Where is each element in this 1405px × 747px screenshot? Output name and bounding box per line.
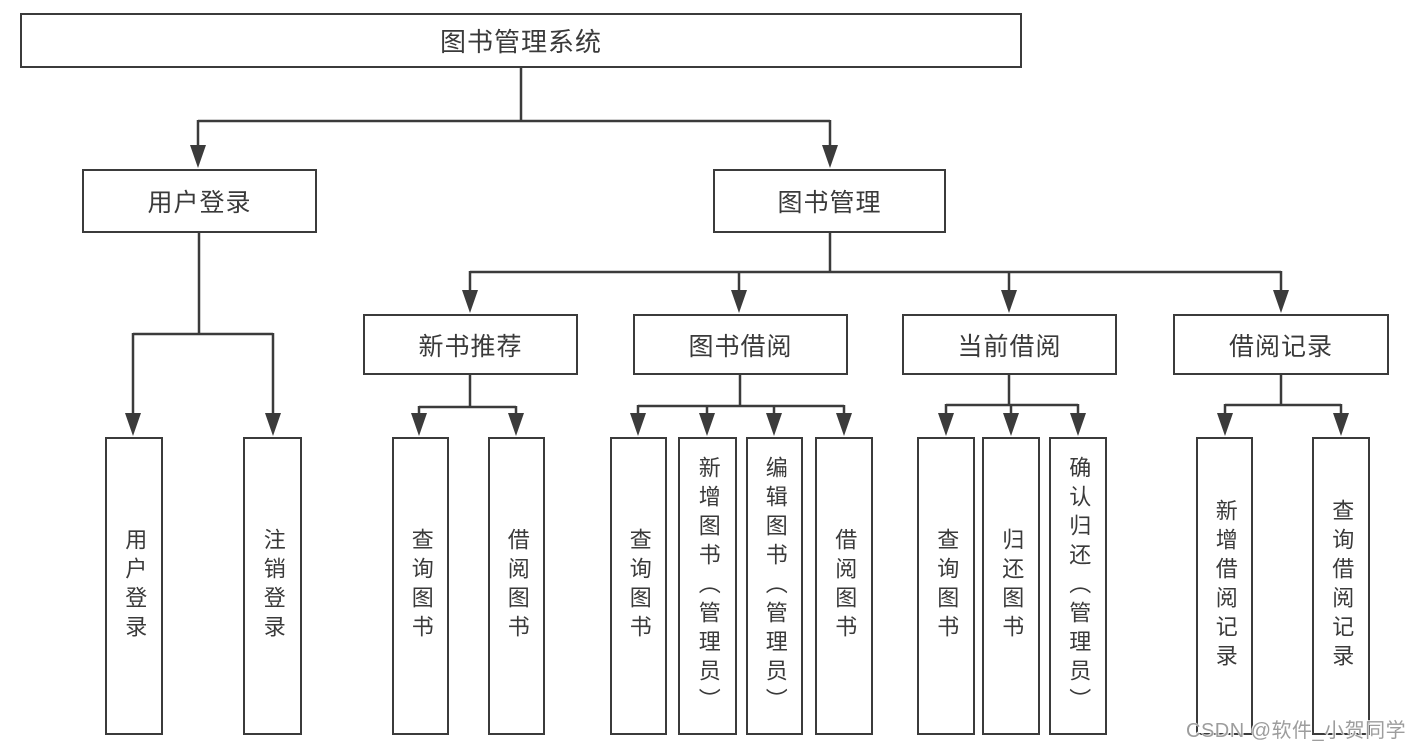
node-book-management-label: 图书管理 [777, 189, 882, 217]
leaf-current-return-book: 归还图书 [982, 437, 1040, 735]
node-new-book-recommendation: 新书推荐 [363, 314, 578, 375]
leaf-records-add-record: 新增借阅记录 [1196, 437, 1253, 735]
leaf-current-return-book-label: 归还图书 [999, 528, 1025, 644]
leaf-logout-label: 注销登录 [260, 528, 286, 644]
leaf-user-login: 用户登录 [105, 437, 163, 735]
node-root-system: 图书管理系统 [20, 13, 1022, 68]
leaf-current-query-book-label: 查询图书 [934, 528, 960, 644]
leaf-borrow-edit-book-admin-label: 编辑图书（管理员） [762, 455, 788, 717]
leaf-borrow-query-book: 查询图书 [610, 437, 667, 735]
leaf-recommend-borrow-book-label: 借阅图书 [504, 528, 530, 644]
leaf-records-query-record: 查询借阅记录 [1312, 437, 1370, 735]
node-user-login-label: 用户登录 [147, 189, 252, 217]
leaf-current-confirm-return-admin: 确认归还（管理员） [1049, 437, 1107, 735]
node-user-login: 用户登录 [82, 169, 317, 233]
node-book-borrowing: 图书借阅 [633, 314, 848, 375]
node-borrowing-records-label: 借阅记录 [1228, 332, 1333, 361]
leaf-recommend-borrow-book: 借阅图书 [488, 437, 545, 735]
node-current-borrowing-label: 当前借阅 [957, 332, 1062, 361]
leaf-records-add-record-label: 新增借阅记录 [1212, 499, 1238, 673]
node-borrowing-records: 借阅记录 [1173, 314, 1389, 375]
leaf-borrow-query-book-label: 查询图书 [626, 528, 652, 644]
leaf-records-query-record-label: 查询借阅记录 [1329, 499, 1355, 673]
leaf-borrow-borrow-book-label: 借阅图书 [832, 528, 858, 644]
node-root-system-label: 图书管理系统 [439, 27, 602, 57]
leaf-borrow-edit-book-admin: 编辑图书（管理员） [746, 437, 803, 735]
leaf-recommend-query-book: 查询图书 [392, 437, 449, 735]
leaf-borrow-add-book-admin-label: 新增图书（管理员） [695, 455, 721, 717]
leaf-user-login-label: 用户登录 [122, 528, 148, 644]
node-current-borrowing: 当前借阅 [902, 314, 1117, 375]
leaf-current-confirm-return-admin-label: 确认归还（管理员） [1066, 455, 1092, 717]
node-new-book-recommendation-label: 新书推荐 [418, 332, 523, 361]
leaf-recommend-query-book-label: 查询图书 [408, 528, 434, 644]
leaf-current-query-book: 查询图书 [917, 437, 975, 735]
leaf-borrow-add-book-admin: 新增图书（管理员） [678, 437, 737, 735]
node-book-borrowing-label: 图书借阅 [688, 332, 793, 361]
leaf-borrow-borrow-book: 借阅图书 [815, 437, 873, 735]
csdn-watermark: CSDN @软件_小贺同学 [1186, 720, 1405, 742]
node-book-management: 图书管理 [713, 169, 946, 233]
leaf-logout: 注销登录 [243, 437, 302, 735]
